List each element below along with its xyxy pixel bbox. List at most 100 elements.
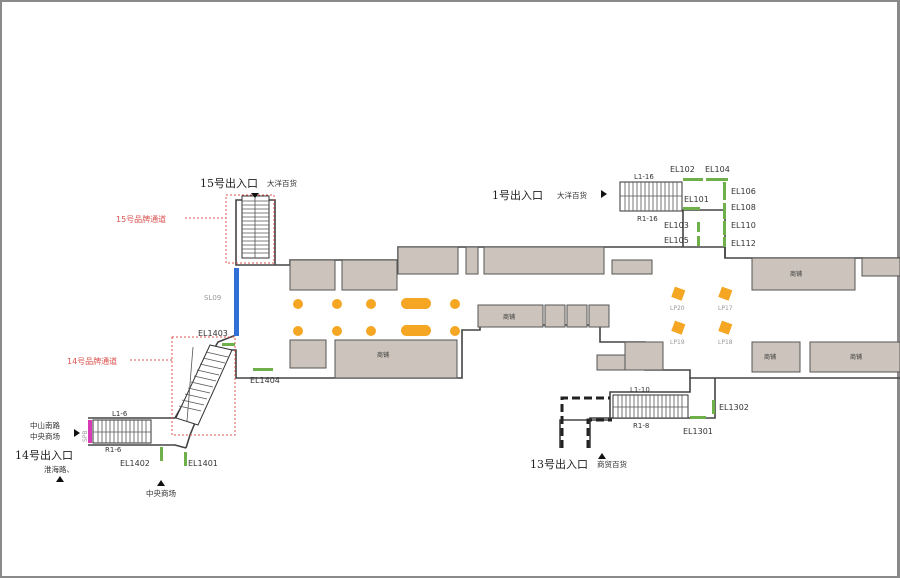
el-marker [184,452,187,466]
shop-label: 商铺 [377,351,389,359]
lightbox-label: LP20 [670,305,685,312]
shop-blocks [289,246,900,379]
el-label: EL108 [731,203,756,212]
column-marker [401,325,431,336]
el-marker [706,178,728,181]
el-marker [712,400,715,414]
exit13-dashed-frame [560,396,610,448]
brand-passage-15-label: 15号品牌通道 [116,214,166,224]
stair-label: L1-10 [630,386,650,394]
lightbox-marker [671,320,686,335]
exit13-name: 13号出入口 [530,457,588,471]
sl09-panel [234,268,239,336]
shop-block [397,246,459,275]
brand-passage-14-box [171,336,236,436]
el-label: EL110 [731,221,756,230]
el-label: EL112 [731,239,756,248]
shop-block [566,304,588,328]
column-marker [450,299,460,309]
elevator-labels: EL102 EL104 EL101 EL103 EL105 EL106 EL10… [120,165,756,468]
el-marker [160,447,163,461]
shop-block [751,341,801,373]
el-marker [690,416,706,419]
column-marker [366,299,376,309]
exit15-arrow-icon [251,193,259,198]
shop-block [588,304,610,328]
exit14-dest-line1: 中山南路 [30,420,60,430]
exit13-arrow-icon [598,453,606,459]
el-label: EL102 [670,165,695,174]
el-marker [222,343,235,346]
el-marker [723,182,726,200]
column-marker [332,299,342,309]
stair-steps [242,196,269,258]
lightbox-label: LP19 [670,339,685,346]
shop-block [611,259,653,275]
stair-label: R1-6 [105,446,122,454]
shop-block [624,341,664,371]
exit13-dest: 商贸百货 [597,459,627,469]
exit1-arrow-icon [601,190,607,198]
el-label: EL103 [664,221,689,230]
el-label: EL105 [664,236,689,245]
shop-block [861,257,900,277]
el-label: EL1402 [120,459,150,468]
stair-label: L1-16 [634,173,654,181]
shop-label: 商铺 [764,353,776,361]
el-marker [683,207,700,210]
brand-passage-14-label: 14号品牌通道 [67,356,117,366]
el-label: EL1301 [683,427,713,436]
shop-block [334,339,458,379]
el-marker [683,178,703,181]
lightbox-labels: LP20 LP17 LP19 LP18 [670,305,733,346]
column-marker [450,326,460,336]
shop-block [751,257,856,291]
stairs [92,181,689,444]
el-label: EL104 [705,165,730,174]
el-label: EL1403 [198,329,228,338]
shop-block [465,246,479,275]
el-marker [253,368,273,371]
exit14-arrow-icon [74,429,80,437]
exit14-down-arrow-icon [56,476,64,482]
exit14-dest-line2: 中央商场 [30,431,60,441]
spb-panel [88,420,92,443]
shop-block [477,304,544,328]
exit15-dest: 大洋百货 [267,178,297,188]
shop-block [483,246,605,275]
column-marker [293,326,303,336]
exit1-name: 1号出入口 [492,188,543,202]
stair-exit13 [612,394,689,419]
shop-label: 商铺 [503,313,515,321]
exit1-dest: 大洋百货 [557,190,587,200]
el-label: EL106 [731,187,756,196]
column-marker [401,298,431,309]
stair-exit1 [619,181,683,212]
lightbox-label: LP17 [718,305,733,312]
elevator-markers [160,178,728,466]
exit15-name: 15号出入口 [200,176,258,190]
el-marker [697,236,700,246]
lightbox-label: LP18 [718,339,733,346]
shop-block [809,341,900,373]
orange-columns [293,286,733,336]
shop-labels: 商铺 商铺 商铺 商铺 商铺 [377,270,862,361]
shop-block [544,304,566,328]
shop-block [341,259,398,291]
shop-label: 商铺 [850,353,862,361]
lightbox-marker [718,286,733,301]
sl09-label: SL09 [204,294,221,302]
central-plaza-label: 中央商场 [146,488,176,498]
spb-label: SPB [82,430,89,442]
lightbox-marker [718,320,733,335]
el-marker [697,222,700,232]
central-plaza-arrow-icon [157,480,165,486]
el-label: EL101 [684,195,709,204]
lightbox-marker [671,286,686,301]
el-label: EL1401 [188,459,218,468]
column-marker [293,299,303,309]
el-marker [723,203,726,219]
exit14-name: 14号出入口 [15,448,73,462]
